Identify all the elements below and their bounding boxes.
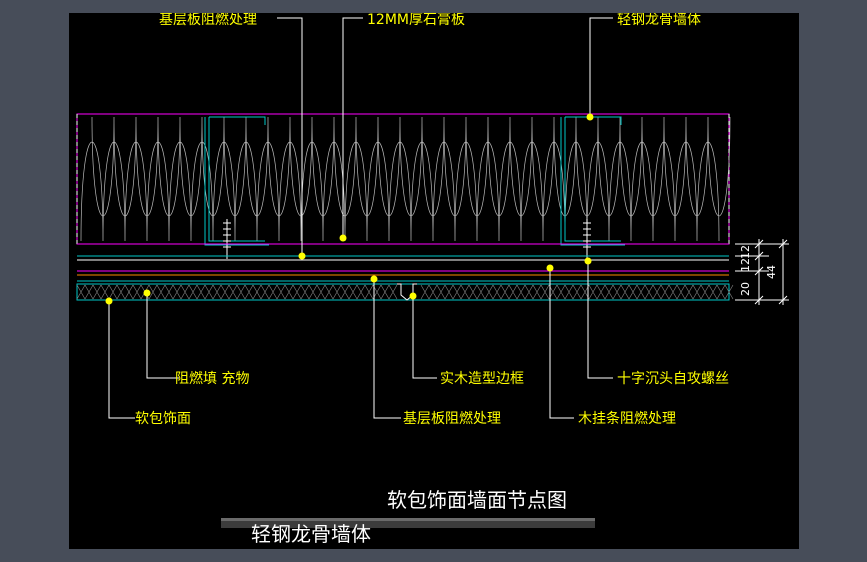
dimension-lines	[735, 239, 789, 305]
screw-right	[583, 219, 591, 259]
leader-dots	[105, 113, 594, 305]
node-detail-drawing: 12 12 20 44 基层板阻燃处理 12MM厚石膏板 轻钢龙骨墙体 阻燃填 …	[76, 13, 789, 546]
fabric-layer	[76, 283, 730, 301]
dim-20: 20	[739, 282, 752, 296]
label-fire-retardant-fill: 阻燃填 充物	[175, 370, 249, 387]
title-underline-shadow	[221, 521, 595, 528]
insulation-wave	[80, 116, 731, 242]
label-steel-stud-wall: 轻钢龙骨墙体	[617, 13, 701, 28]
insulation-fill	[80, 116, 731, 242]
dim-12-b: 12	[739, 258, 752, 272]
wood-frame-groove	[397, 283, 417, 301]
dim-44: 44	[765, 265, 778, 279]
label-base-board: 基层板阻燃处理	[403, 410, 501, 427]
title-underline	[221, 518, 595, 521]
leader-lines	[108, 17, 613, 419]
hatch-pattern	[76, 284, 734, 300]
drawing-title: 软包饰面墙面节点图	[387, 488, 567, 512]
label-gypsum-board: 12MM厚石膏板	[367, 13, 465, 28]
steel-stud-right	[560, 116, 625, 246]
label-screw: 十字沉头自攻螺丝	[617, 371, 729, 387]
fire-retardant-fill-hatch	[76, 284, 734, 300]
steel-stud-left	[204, 116, 269, 246]
drawing-viewport: 12 12 20 44 基层板阻燃处理 12MM厚石膏板 轻钢龙骨墙体 阻燃填 …	[69, 13, 799, 549]
label-batten: 木挂条阻燃处理	[578, 410, 676, 427]
drawing-subtitle: 轻钢龙骨墙体	[251, 522, 371, 546]
dim-12-a: 12	[739, 245, 752, 259]
screw-left	[223, 219, 231, 259]
label-wood-frame: 实木造型边框	[440, 371, 524, 387]
label-base-board-top: 基层板阻燃处理	[159, 13, 257, 28]
label-soft-fabric: 软包饰面	[135, 411, 191, 427]
